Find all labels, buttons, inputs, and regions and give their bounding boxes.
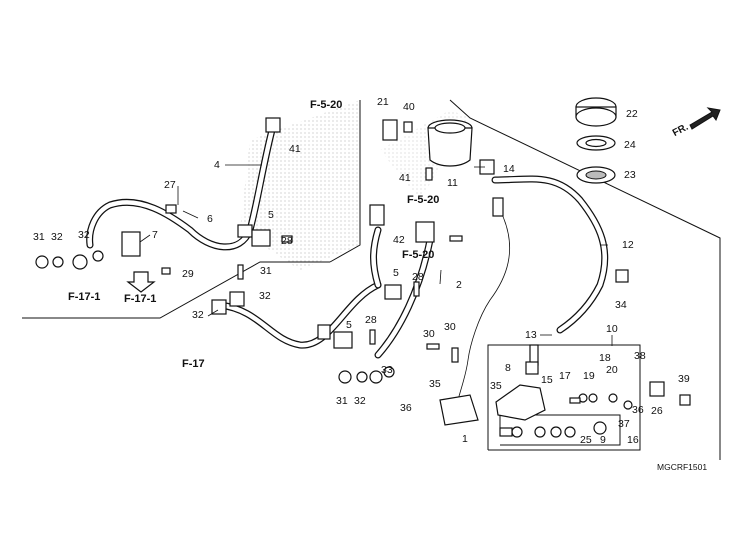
part-number: 1 <box>462 433 468 445</box>
diagram-code: MGCRF1501 <box>657 462 707 472</box>
part-number: 29 <box>182 268 194 280</box>
part-number: 33 <box>381 364 393 376</box>
part-number: 35 <box>429 378 441 390</box>
region-outlines <box>22 99 721 460</box>
part-number: 22 <box>626 108 638 120</box>
part-number: 32 <box>259 290 271 302</box>
part-number: 21 <box>377 96 389 108</box>
part-number: 5 <box>268 209 274 221</box>
part-number: 32 <box>192 309 204 321</box>
part-number: 9 <box>600 434 606 446</box>
part-number: 31 <box>33 231 45 243</box>
brake-hoses <box>86 126 609 401</box>
part-number: 11 <box>447 177 458 189</box>
part-number: 14 <box>503 163 515 175</box>
reference-label: F-5-20 <box>310 99 342 111</box>
part-number: 31 <box>336 395 348 407</box>
part-number: 4 <box>214 159 220 171</box>
part-number: 28 <box>412 271 424 283</box>
part-number: 23 <box>624 169 636 181</box>
part-number: 17 <box>559 370 571 382</box>
part-number: 19 <box>583 370 595 382</box>
part-number: 27 <box>164 179 176 191</box>
reference-label: F-17 <box>182 358 205 370</box>
part-number: 37 <box>618 418 630 430</box>
part-number: 2 <box>456 279 462 291</box>
part-number: 5 <box>393 267 399 279</box>
direction-label: FR. <box>671 122 691 139</box>
down-arrow-icon <box>126 271 156 293</box>
reference-label: F-5-20 <box>402 249 434 261</box>
leader-lines <box>139 164 613 346</box>
components <box>35 97 721 438</box>
reference-label: F-17-1 <box>124 293 156 305</box>
part-number: 39 <box>678 373 690 385</box>
part-number: 26 <box>651 405 663 417</box>
part-number: 41 <box>289 143 301 155</box>
part-number: 16 <box>627 434 639 446</box>
part-number: 5 <box>346 319 352 331</box>
part-number: 6 <box>207 213 213 225</box>
caliper-group-box <box>487 344 641 451</box>
part-number: 10 <box>606 323 618 335</box>
part-number: 8 <box>505 362 511 374</box>
part-number: 35 <box>490 380 502 392</box>
part-number: 30 <box>444 321 456 333</box>
part-number: 36 <box>400 402 412 414</box>
part-number: 28 <box>365 314 377 326</box>
part-number: 13 <box>525 329 537 341</box>
reference-label: F-5-20 <box>407 194 439 206</box>
part-number: 32 <box>51 231 63 243</box>
part-number: 40 <box>403 101 415 113</box>
reference-label: F-17-1 <box>68 291 100 303</box>
part-number: 7 <box>152 229 158 241</box>
part-number: 42 <box>393 234 405 246</box>
part-number: 34 <box>615 299 627 311</box>
part-number: 32 <box>354 395 366 407</box>
part-number: 12 <box>622 239 634 251</box>
part-number: 32 <box>78 229 90 241</box>
part-number: 25 <box>580 434 592 446</box>
part-number: 38 <box>634 350 646 362</box>
part-number: 30 <box>423 328 435 340</box>
part-number: 36 <box>632 404 644 416</box>
reference-labels: F-5-20 F-5-20 F-5-20 F-17-1 F-17-1 F-17 <box>68 99 439 370</box>
part-number: 28 <box>281 235 293 247</box>
part-number: 15 <box>541 374 553 386</box>
part-number: 18 <box>599 352 611 364</box>
part-number: 20 <box>606 364 618 376</box>
part-number: 41 <box>399 172 411 184</box>
part-number-labels: 1 2 4 5 5 5 6 7 8 9 10 11 12 13 14 15 16… <box>33 96 690 446</box>
part-number: 24 <box>624 139 636 151</box>
part-number: 31 <box>260 265 272 277</box>
